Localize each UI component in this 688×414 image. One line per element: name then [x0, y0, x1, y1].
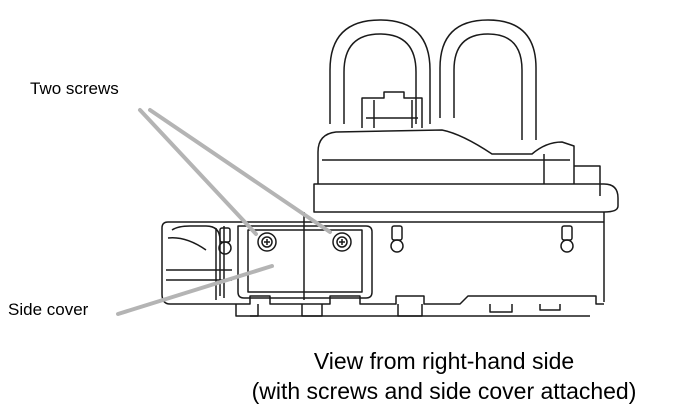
right-handle [439, 19, 537, 140]
label-side-cover: Side cover [8, 300, 89, 319]
label-two-screws: Two screws [30, 79, 119, 98]
leader-line-screw-left [138, 108, 258, 236]
left-handle [329, 19, 431, 124]
screw-left [257, 232, 277, 252]
side-cover [237, 225, 373, 299]
boss-1 [218, 227, 232, 255]
boss-3 [560, 225, 574, 253]
caption-line-1: View from right-hand side [313, 348, 575, 374]
screw-right [332, 232, 352, 252]
caption-line-2: (with screws and side cover attached) [251, 378, 637, 404]
leader-line-screw-right [148, 108, 332, 234]
bottom-profile [170, 295, 604, 317]
leader-line-side-cover [116, 264, 274, 316]
upper-body [317, 129, 601, 196]
center-block [361, 91, 423, 128]
figure-caption: View from right-hand side (with screws a… [200, 346, 688, 406]
boss-2 [390, 225, 404, 253]
